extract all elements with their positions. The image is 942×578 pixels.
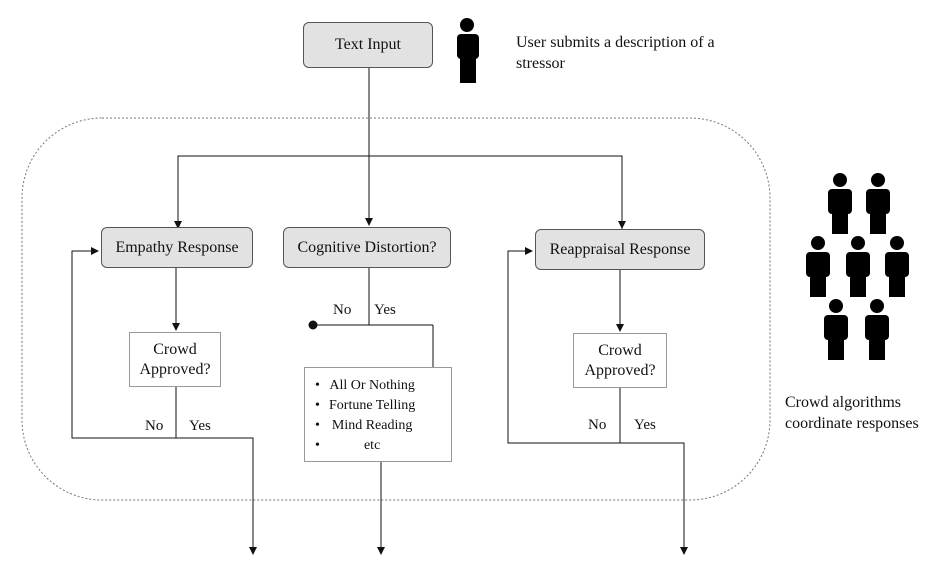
person-figure [865,299,889,360]
right-yes-exit [620,442,688,555]
crowd-region [21,117,771,501]
cognitive-yes-label: Yes [374,302,396,318]
person-figure [824,299,848,360]
empathy-response-node: Empathy Response [101,227,253,268]
left-yes-exit [176,437,257,555]
distortion-item: Mind Reading [309,416,415,436]
person-figure [806,236,830,297]
distortion-item: All Or Nothing [309,376,415,396]
crowd-approved-node-left: Crowd Approved? [129,332,221,387]
no-branch-terminator [308,320,318,330]
left-yes-label: Yes [189,418,211,434]
distortion-list: All Or NothingFortune TellingMind Readin… [309,376,415,456]
reappraisal-response-node: Reappraisal Response [535,229,705,270]
crowd-icon [806,173,909,360]
person-figure [846,236,870,297]
cognitive-no-label: No [333,302,352,318]
cognitive-distortion-node: Cognitive Distortion? [283,227,451,268]
left-no-label: No [145,418,164,434]
left-no-loop [71,247,176,439]
person-figure [866,173,890,234]
distortion-list-box: All Or NothingFortune TellingMind Readin… [304,367,452,462]
user-note: User submits a description of a stressor [516,34,715,72]
distortion-item: etc [309,436,415,456]
person-figure [828,173,852,234]
crowd-approved-node-right: Crowd Approved? [573,333,667,388]
text-input-node: Text Input [303,22,433,68]
split-line [177,155,623,230]
right-no-loop [507,247,620,444]
crowd-note: Crowd algorithms coordinate responses [785,394,919,432]
person-icon [457,18,479,83]
right-no-label: No [588,417,607,433]
distortion-item: Fortune Telling [309,396,415,416]
person-figure [885,236,909,297]
right-yes-label: Yes [634,417,656,433]
